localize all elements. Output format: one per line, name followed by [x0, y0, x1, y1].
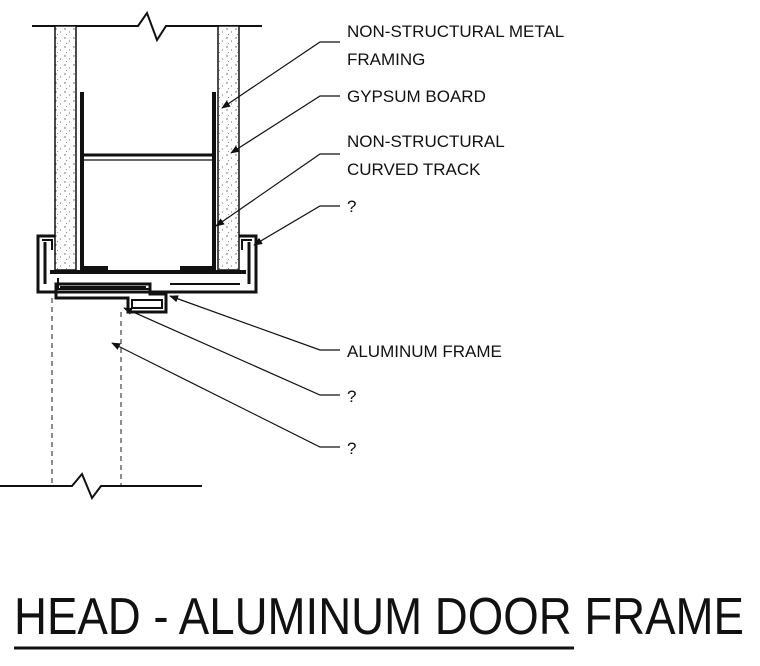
callout-labels: NON-STRUCTURAL METAL FRAMING GYPSUM BOAR…: [347, 22, 568, 458]
metal-stud-left: [80, 92, 108, 270]
gypsum-board-left: [54, 25, 77, 271]
aluminum-frame: [54, 282, 168, 314]
label-gypsum-board: GYPSUM BOARD: [347, 87, 486, 106]
label-unknown-1: ?: [347, 197, 356, 216]
gypsum-board-right: [217, 25, 240, 271]
bottom-break-line: [0, 472, 202, 500]
door-leaf-dashed: [51, 298, 122, 486]
label-unknown-2: ?: [347, 387, 356, 406]
label-unknown-3: ?: [347, 439, 356, 458]
label-curved-track: NON-STRUCTURAL CURVED TRACK: [347, 132, 509, 179]
label-metal-framing: NON-STRUCTURAL METAL FRAMING: [347, 22, 568, 69]
label-aluminum-frame: ALUMINUM FRAME: [347, 342, 502, 361]
drawing-title: HEAD - ALUMINUM DOOR FRAME: [14, 588, 744, 646]
leader-lines: [111, 41, 340, 448]
metal-stud-right: [180, 92, 216, 270]
top-break-line: [32, 10, 262, 43]
